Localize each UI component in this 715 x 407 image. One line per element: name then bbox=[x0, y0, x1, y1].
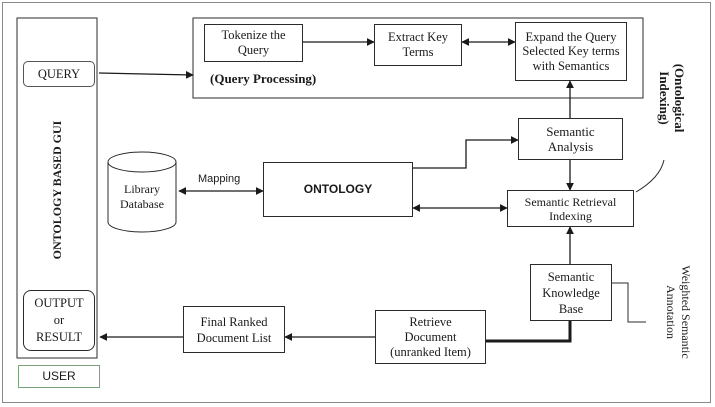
semantic-analysis-box: Semantic Analysis bbox=[518, 118, 623, 160]
gui-column bbox=[16, 17, 98, 359]
diagram-frame bbox=[2, 2, 711, 403]
query-processing-container bbox=[192, 17, 644, 99]
ontology-box: ONTOLOGY bbox=[263, 162, 413, 217]
final-ranked-list-box: Final Ranked Document List bbox=[183, 306, 285, 353]
ontological-indexing-label: (Ontological Indexing) bbox=[657, 63, 687, 133]
gui-title: ONTOLOGY BASED GUI bbox=[50, 120, 64, 260]
annotation-bracket bbox=[612, 282, 646, 323]
analysis-ontology-arrow bbox=[404, 136, 519, 172]
library-database-label: Library Database bbox=[120, 182, 164, 211]
query-processing-label: (Query Processing) bbox=[210, 71, 317, 86]
retrieve-document-box: Retrieve Document (unranked Item) bbox=[375, 310, 486, 364]
weighted-annotation-label: Weighted Semantic Annotation bbox=[664, 265, 693, 359]
tokenize-query-box: Tokenize the Query bbox=[204, 24, 303, 62]
indexing-leader bbox=[635, 159, 665, 193]
output-result-box[interactable]: OUTPUT or RESULT bbox=[23, 290, 95, 351]
query-to-processing-arrow bbox=[98, 70, 194, 79]
semantic-knowledge-base-box: Semantic Knowledge Base bbox=[530, 264, 612, 321]
semantic-retrieval-box: Semantic Retrieval Indexing bbox=[507, 190, 634, 227]
knowledge-to-retrieve-thick-connector bbox=[486, 321, 572, 343]
expand-query-box: Expand the Query Selected Key terms with… bbox=[515, 22, 627, 81]
user-label: USER bbox=[18, 365, 100, 388]
extract-key-terms-box: Extract Key Terms bbox=[374, 24, 462, 66]
mapping-label: Mapping bbox=[198, 173, 241, 185]
library-database-cylinder bbox=[107, 151, 177, 233]
query-button[interactable]: QUERY bbox=[23, 61, 95, 87]
